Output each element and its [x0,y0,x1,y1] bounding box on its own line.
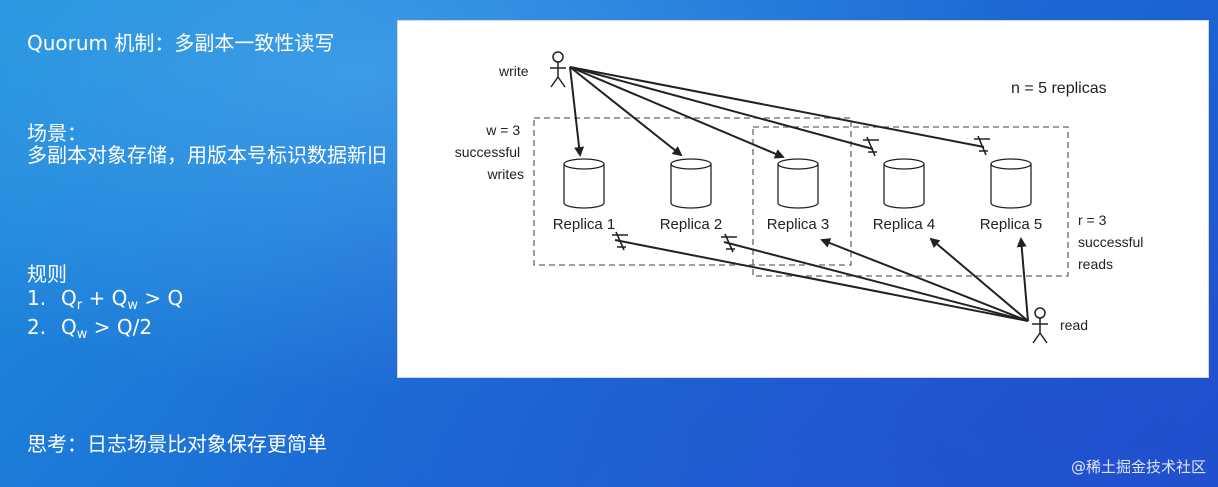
read-label: read [1060,317,1088,333]
reader-person-icon [1032,307,1048,344]
replica-label: Replica 2 [660,216,723,233]
quorum-diagram-svg: write read n = 5 replicas w = 3 successf… [455,51,1147,344]
replica-label: Replica 1 [553,216,616,233]
database-icon [990,158,1032,170]
rule-item-1: 1.Qr + Qw > Q [27,286,184,313]
read-arrow-replica-1-failed [614,239,1029,322]
write-arrows [569,66,985,159]
read-arrow-replica-4 [929,237,1029,322]
write-arrow-replica-3 [569,66,785,159]
replica-label: Replica 5 [980,216,1043,233]
writer-person-icon [550,51,566,88]
replica-1: Replica 1 [553,158,616,233]
failure-mark-icon [721,233,737,253]
replica-4: Replica 4 [873,158,936,233]
rule-item-2: 2.Qw > Q/2 [27,315,153,342]
scenario-label: 场景： [27,121,87,145]
read-arrow-replica-3 [820,238,1029,322]
failure-mark-icon [974,135,990,156]
read-arrows [614,237,1029,322]
read-quorum-box [752,126,1069,277]
failure-mark-icon [612,231,628,251]
write-arrow-replica-2 [569,66,683,157]
failure-mark-icon [863,136,879,157]
slide-title: Quorum 机制：多副本一致性读写 [27,31,335,55]
database-icon [777,158,819,170]
database-icon [883,158,925,170]
write-label: write [498,63,529,79]
replica-2: Replica 2 [660,158,723,233]
read-arrow-replica-5 [1016,237,1029,322]
replica-label: Replica 4 [873,216,936,233]
r-successful-reads-label: r = 3 successful reads [1078,212,1147,272]
replica-5: Replica 5 [980,158,1043,233]
read-arrow-replica-2-failed [723,241,1029,322]
rule-number: 2. [27,315,47,339]
write-arrow-replica-1 [569,66,585,157]
quorum-diagram: write read n = 5 replicas w = 3 successf… [397,20,1209,378]
database-icon [670,158,712,170]
rules-label: 规则 [27,262,67,286]
thinking-note: 思考：日志场景比对象保存更简单 [27,432,327,456]
scenario-text: 多副本对象存储，用版本号标识数据新旧 [27,143,387,167]
w-successful-writes-label: w = 3 successful writes [455,122,524,182]
watermark: @稀土掘金技术社区 [1070,458,1206,476]
database-icon [563,158,605,170]
rule-number: 1. [27,286,47,310]
write-quorum-box [533,117,852,266]
failure-marks [612,135,990,253]
n-replicas-label: n = 5 replicas [1011,80,1107,97]
write-arrow-replica-4-failed [569,66,874,150]
replica-3: Replica 3 [767,158,830,233]
replica-label: Replica 3 [767,216,830,233]
write-arrow-replica-5-failed [569,66,985,148]
